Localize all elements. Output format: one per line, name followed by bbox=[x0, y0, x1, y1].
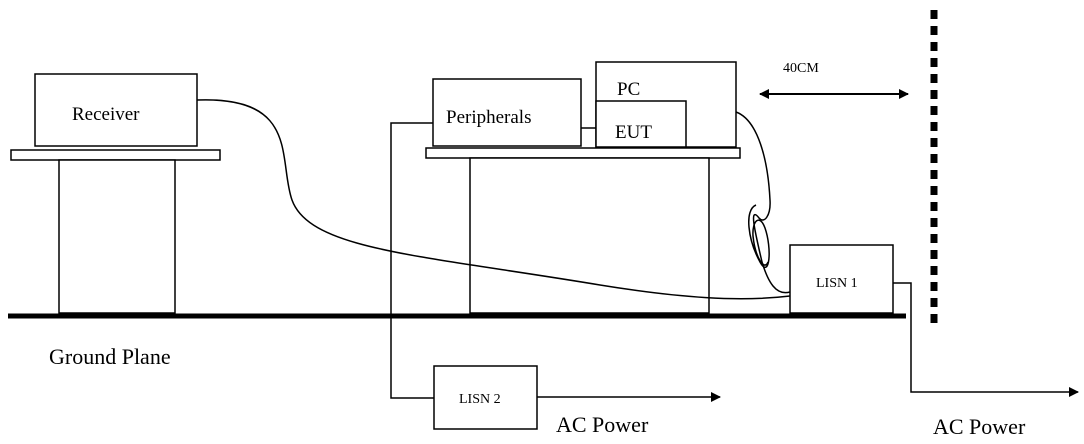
lisn2-box: LISN 2 bbox=[433, 365, 538, 430]
eut-label: EUT bbox=[615, 122, 652, 143]
receiver-table bbox=[10, 149, 221, 314]
pc-label: PC bbox=[617, 79, 640, 100]
lisn1-label: LISN 1 bbox=[816, 276, 858, 291]
eut-box: EUT bbox=[595, 100, 687, 148]
lisn1-ac-power-line bbox=[893, 282, 1079, 397]
peripherals-to-lisn2-line bbox=[390, 122, 434, 399]
receiver-to-lisn1-cable bbox=[196, 99, 791, 300]
distance-label: 40CM bbox=[783, 61, 819, 76]
lisn1-box: LISN 1 bbox=[789, 244, 894, 314]
pc-power-cable bbox=[735, 111, 791, 294]
receiver-label: Receiver bbox=[72, 104, 140, 125]
cable-coil bbox=[748, 204, 770, 269]
ground-plane-label: Ground Plane bbox=[49, 344, 171, 369]
peripherals-box: Peripherals bbox=[432, 78, 582, 147]
lisn2-label: LISN 2 bbox=[459, 392, 501, 407]
peripherals-label: Peripherals bbox=[446, 107, 531, 128]
ac-power-label-lisn1: AC Power bbox=[933, 414, 1026, 439]
eut-table bbox=[425, 147, 741, 314]
ac-power-label-lisn2: AC Power bbox=[556, 412, 649, 437]
receiver-box: Receiver bbox=[34, 73, 198, 147]
